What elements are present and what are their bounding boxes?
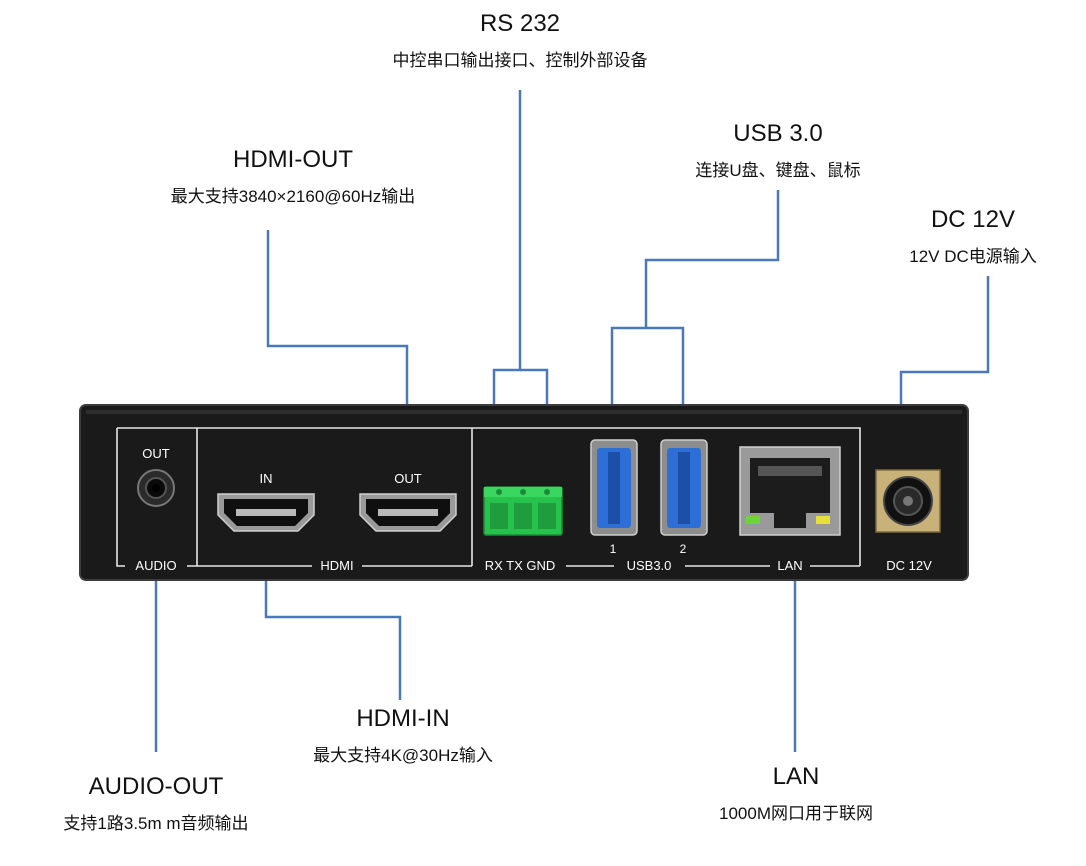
hdmi-out-description: 最大支持3840×2160@60Hz输出 [170, 187, 416, 206]
dc-title: DC 12V [930, 206, 1016, 233]
usb-port-2-label: 2 [680, 542, 687, 556]
rs232-group-label: RX TX GND [485, 558, 556, 573]
usb-description: 连接U盘、键盘、鼠标 [695, 161, 861, 180]
usb-port-1-label: 1 [610, 542, 617, 556]
dc-jack [875, 469, 941, 533]
callout-usb: USB 3.0 连接U盘、键盘、鼠标 [648, 120, 908, 182]
usb-port-1: 1 [590, 439, 638, 556]
hdmi-group-label: HDMI [320, 558, 353, 573]
leader-line-usb [644, 190, 780, 328]
callout-hdmi-out: HDMI-OUT 最大支持3840×2160@60Hz输出 [128, 146, 458, 208]
audio-out-description: 支持1路3.5m m音频输出 [63, 814, 249, 833]
callout-lan: LAN 1000M网口用于联网 [680, 763, 912, 825]
rs232-title: RS 232 [479, 10, 561, 37]
hdmi-in-label: IN [260, 471, 273, 486]
panel-outline [116, 427, 861, 567]
rs232-terminal-block [483, 486, 563, 536]
dc-group-label: DC 12V [886, 558, 932, 573]
usb-port-2: 2 [660, 439, 708, 556]
lan-description: 1000M网口用于联网 [719, 804, 873, 823]
hdmi-in-title: HDMI-IN [356, 705, 450, 732]
rs232-description: 中控串口输出接口、控制外部设备 [392, 51, 648, 70]
audio-jack: OUT [137, 446, 175, 507]
hdmi-out-port: OUT [359, 471, 457, 532]
audio-out-label: OUT [142, 446, 170, 461]
callout-audio-out: AUDIO-OUT 支持1路3.5m m音频输出 [20, 773, 292, 835]
hdmi-in-port: IN [217, 471, 315, 532]
lan-port [739, 446, 841, 536]
hdmi-in-description: 最大支持4K@30Hz输入 [313, 746, 493, 765]
audio-group-label: AUDIO [135, 558, 176, 573]
callout-hdmi-in: HDMI-IN 最大支持4K@30Hz输入 [280, 705, 526, 767]
callout-dc: DC 12V 12V DC电源输入 [870, 206, 1076, 268]
hdmi-out-label: OUT [394, 471, 422, 486]
dc-description: 12V DC电源输入 [909, 247, 1037, 266]
callout-rs232: RS 232 中控串口输出接口、控制外部设备 [360, 10, 680, 72]
usb-title: USB 3.0 [733, 120, 823, 147]
hdmi-out-title: HDMI-OUT [233, 146, 353, 173]
lan-group-label: LAN [777, 558, 802, 573]
audio-out-title: AUDIO-OUT [88, 773, 224, 800]
usb-group-label: USB3.0 [627, 558, 672, 573]
lan-title: LAN [772, 763, 820, 790]
